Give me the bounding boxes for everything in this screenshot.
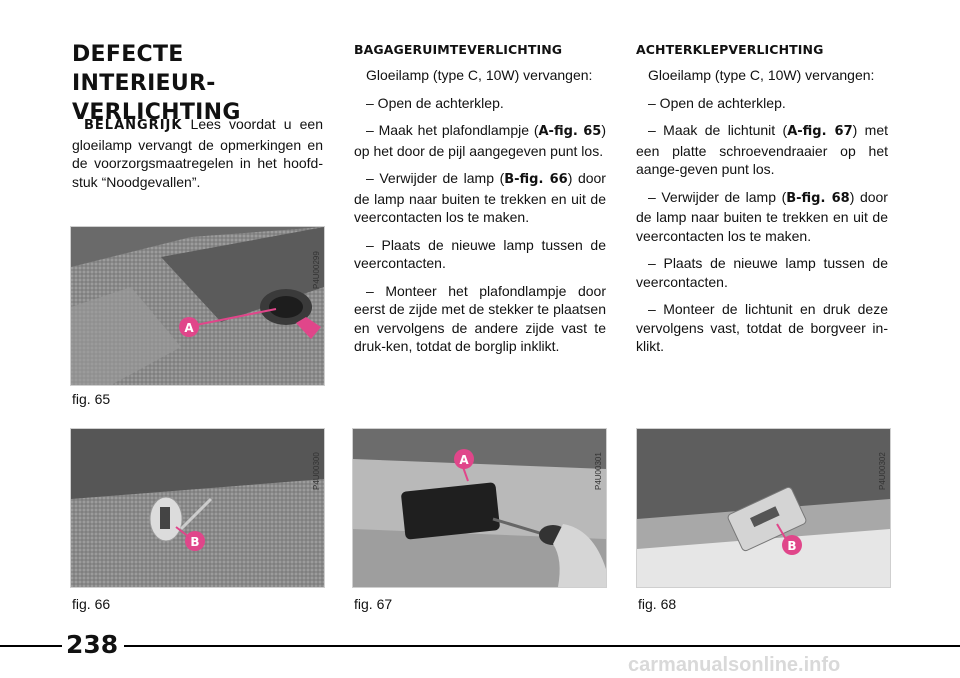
figure-marker: B: [787, 539, 796, 553]
page-number: 238: [66, 630, 119, 659]
figure-code: P4U00301: [594, 452, 603, 490]
luggage-lighting-text: Gloeilamp (type C, 10W) vervangen: – Ope…: [354, 66, 606, 365]
paragraph: – Plaats de nieuwe lamp tussen de veerco…: [636, 255, 888, 290]
tailgate-lighting-text: Gloeilamp (type C, 10W) vervangen: – Ope…: [636, 66, 888, 365]
watermark: carmanualsonline.info: [628, 654, 841, 676]
figure-caption: fig. 67: [354, 596, 393, 612]
section-title-line1: DEFECTE INTERIEUR-: [72, 42, 216, 96]
fig-reference: A-fig. 67: [787, 124, 853, 139]
paragraph: – Maak de lichtunit (A-fig. 67) met een …: [636, 122, 889, 177]
paragraph: Gloeilamp (type C, 10W) vervangen:: [648, 67, 875, 83]
figure-caption: fig. 65: [72, 391, 111, 407]
figure-66-photo: B: [71, 429, 324, 587]
important-label: BELANGRIJK: [84, 118, 183, 133]
footer-rule-left: [0, 645, 62, 647]
section-title-line2: VERLICHTING: [72, 100, 241, 125]
figure-code: P4U00300: [312, 452, 321, 490]
figure-67: A: [352, 428, 607, 588]
figure-caption: fig. 66: [72, 596, 111, 612]
fig-reference: B-fig. 66: [504, 172, 568, 187]
figure-65-photo: A: [71, 227, 324, 385]
important-notice: BELANGRIJK Lees voordat u een gloeilamp …: [72, 115, 323, 200]
section-title: DEFECTE INTERIEUR- VERLICHTING: [72, 40, 332, 127]
figure-68-photo: B: [637, 429, 890, 587]
figure-marker: A: [184, 321, 194, 335]
figure-code: P4U00302: [878, 452, 887, 490]
paragraph: – Plaats de nieuwe lamp tussen de veerco…: [354, 236, 606, 272]
paragraph: – Monteer het plafondlampje door eerst d…: [354, 282, 606, 355]
fig-reference: A-fig. 65: [538, 124, 602, 139]
paragraph: – Monteer de lichtunit en druk deze verv…: [636, 301, 888, 354]
figure-66: B: [70, 428, 325, 588]
luggage-lighting-heading: BAGAGERUIMTEVERLICHTING: [354, 42, 563, 57]
figure-caption: fig. 68: [638, 596, 677, 612]
paragraph: – Open de achterklep.: [366, 94, 504, 111]
tailgate-lighting-heading: ACHTERKLEPVERLICHTING: [636, 42, 824, 57]
figure-marker: B: [190, 535, 199, 549]
paragraph: – Open de achterklep.: [648, 94, 786, 111]
figure-marker: A: [459, 453, 469, 467]
paragraph: Gloeilamp (type C, 10W) vervangen:: [366, 67, 593, 83]
paragraph: – Verwijder de lamp (B-fig. 66) door de …: [354, 170, 606, 225]
fig-reference: B-fig. 68: [786, 190, 850, 206]
figure-65: A: [70, 226, 325, 386]
important-text: Lees voordat u een gloeilamp vervangt de…: [72, 116, 323, 190]
footer-rule-right: [124, 645, 960, 647]
paragraph: – Maak het plafondlampje (A-fig. 65) op …: [354, 122, 607, 159]
figure-68: B: [636, 428, 891, 588]
figure-67-photo: A: [353, 429, 606, 587]
figure-code: P4U00299: [312, 251, 321, 289]
paragraph: – Verwijder de lamp (B-fig. 68) door de …: [636, 188, 888, 244]
